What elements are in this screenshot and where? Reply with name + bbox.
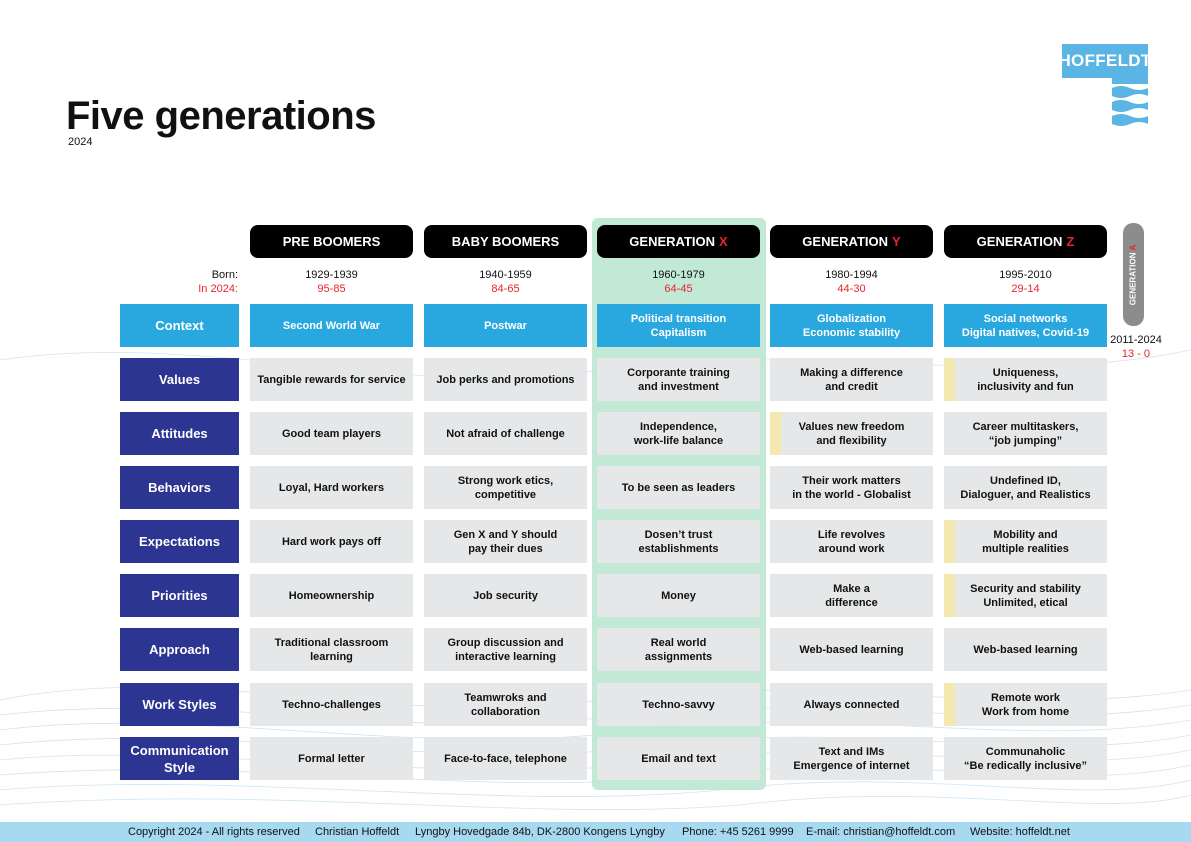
table-cell: Social networks Digital natives, Covid-1…: [944, 304, 1107, 347]
logo-waves-icon: [1112, 78, 1148, 126]
table-cell: Mobility and multiple realities: [944, 520, 1107, 563]
row-label-communication-style: Communication Style: [120, 737, 239, 780]
generation-alpha-tab: GENERATION A: [1123, 223, 1144, 326]
table-cell: Face-to-face, telephone: [424, 737, 587, 780]
born-generation-alpha: 2011-2024 13 - 0: [1110, 334, 1162, 360]
table-cell: Values new freedom and flexibility: [770, 412, 933, 455]
born-label: Born: In 2024:: [198, 269, 238, 295]
table-cell: Email and text: [597, 737, 760, 780]
table-cell: Undefined ID, Dialoguer, and Realistics: [944, 466, 1107, 509]
table-cell: Good team players: [250, 412, 413, 455]
table-cell: Corporante training and investment: [597, 358, 760, 401]
table-cell: Second World War: [250, 304, 413, 347]
table-cell: Their work matters in the world - Global…: [770, 466, 933, 509]
page-subtitle: 2024: [68, 136, 93, 148]
table-cell: Hard work pays off: [250, 520, 413, 563]
row-label-behaviors: Behaviors: [120, 466, 239, 509]
footer: Copyright 2024 - All rights reserved Chr…: [0, 822, 1191, 842]
table-cell: Globalization Economic stability: [770, 304, 933, 347]
table-cell: Remote work Work from home: [944, 683, 1107, 726]
table-cell: To be seen as leaders: [597, 466, 760, 509]
table-cell: Techno-savvy: [597, 683, 760, 726]
row-label-values: Values: [120, 358, 239, 401]
table-cell: Make a difference: [770, 574, 933, 617]
table-cell: Text and IMs Emergence of internet: [770, 737, 933, 780]
table-cell: Security and stability Unlimited, etical: [944, 574, 1107, 617]
table-cell: Life revolves around work: [770, 520, 933, 563]
table-cell: Real world assignments: [597, 628, 760, 671]
table-cell: Dosen’t trust establishments: [597, 520, 760, 563]
row-label-attitudes: Attitudes: [120, 412, 239, 455]
table-cell: Techno-challenges: [250, 683, 413, 726]
row-label-context: Context: [120, 304, 239, 347]
row-label-priorities: Priorities: [120, 574, 239, 617]
table-cell: Homeownership: [250, 574, 413, 617]
table-cell: Political transition Capitalism: [597, 304, 760, 347]
footer-copyright: Copyright 2024 - All rights reserved: [128, 826, 300, 838]
footer-phone: Phone: +45 5261 9999: [682, 826, 794, 838]
table-cell: Loyal, Hard workers: [250, 466, 413, 509]
hoffeldt-logo: HOFFELDT: [1058, 44, 1151, 132]
table-cell: Always connected: [770, 683, 933, 726]
footer-name: Christian Hoffeldt: [315, 826, 400, 838]
table-cell: Independence, work-life balance: [597, 412, 760, 455]
footer-website[interactable]: Website: hoffeldt.net: [970, 826, 1070, 838]
table-cell: Group discussion and interactive learnin…: [424, 628, 587, 671]
table-cell: Teamwroks and collaboration: [424, 683, 587, 726]
footer-email[interactable]: E-mail: christian@hoffeldt.com: [806, 826, 956, 838]
table-cell: Job perks and promotions: [424, 358, 587, 401]
table-cell: Tangible rewards for service: [250, 358, 413, 401]
table-cell: Web-based learning: [770, 628, 933, 671]
page-title: Five generations: [66, 94, 376, 138]
table-cell: Postwar: [424, 304, 587, 347]
table-cell: Not afraid of challenge: [424, 412, 587, 455]
table-cell: Gen X and Y should pay their dues: [424, 520, 587, 563]
table-cell: Uniqueness, inclusivity and fun: [944, 358, 1107, 401]
table-cell: Traditional classroom learning: [250, 628, 413, 671]
table-cell: Job security: [424, 574, 587, 617]
row-label-approach: Approach: [120, 628, 239, 671]
logo-text: HOFFELDT: [1058, 44, 1151, 78]
row-label-expectations: Expectations: [120, 520, 239, 563]
header-pre-boomers: PRE BOOMERS: [250, 225, 413, 258]
row-label-work-styles: Work Styles: [120, 683, 239, 726]
table-cell: Web-based learning: [944, 628, 1107, 671]
footer-address: Lyngby Hovedgade 84b, DK-2800 Kongens Ly…: [415, 826, 665, 838]
table-cell: Formal letter: [250, 737, 413, 780]
header-baby-boomers: BABY BOOMERS: [424, 225, 587, 258]
table-cell: Strong work etics, competitive: [424, 466, 587, 509]
table-cell: Career multitaskers, “job jumping”: [944, 412, 1107, 455]
table-cell: Making a difference and credit: [770, 358, 933, 401]
table-cell: Communaholic “Be redically inclusive”: [944, 737, 1107, 780]
table-cell: Money: [597, 574, 760, 617]
